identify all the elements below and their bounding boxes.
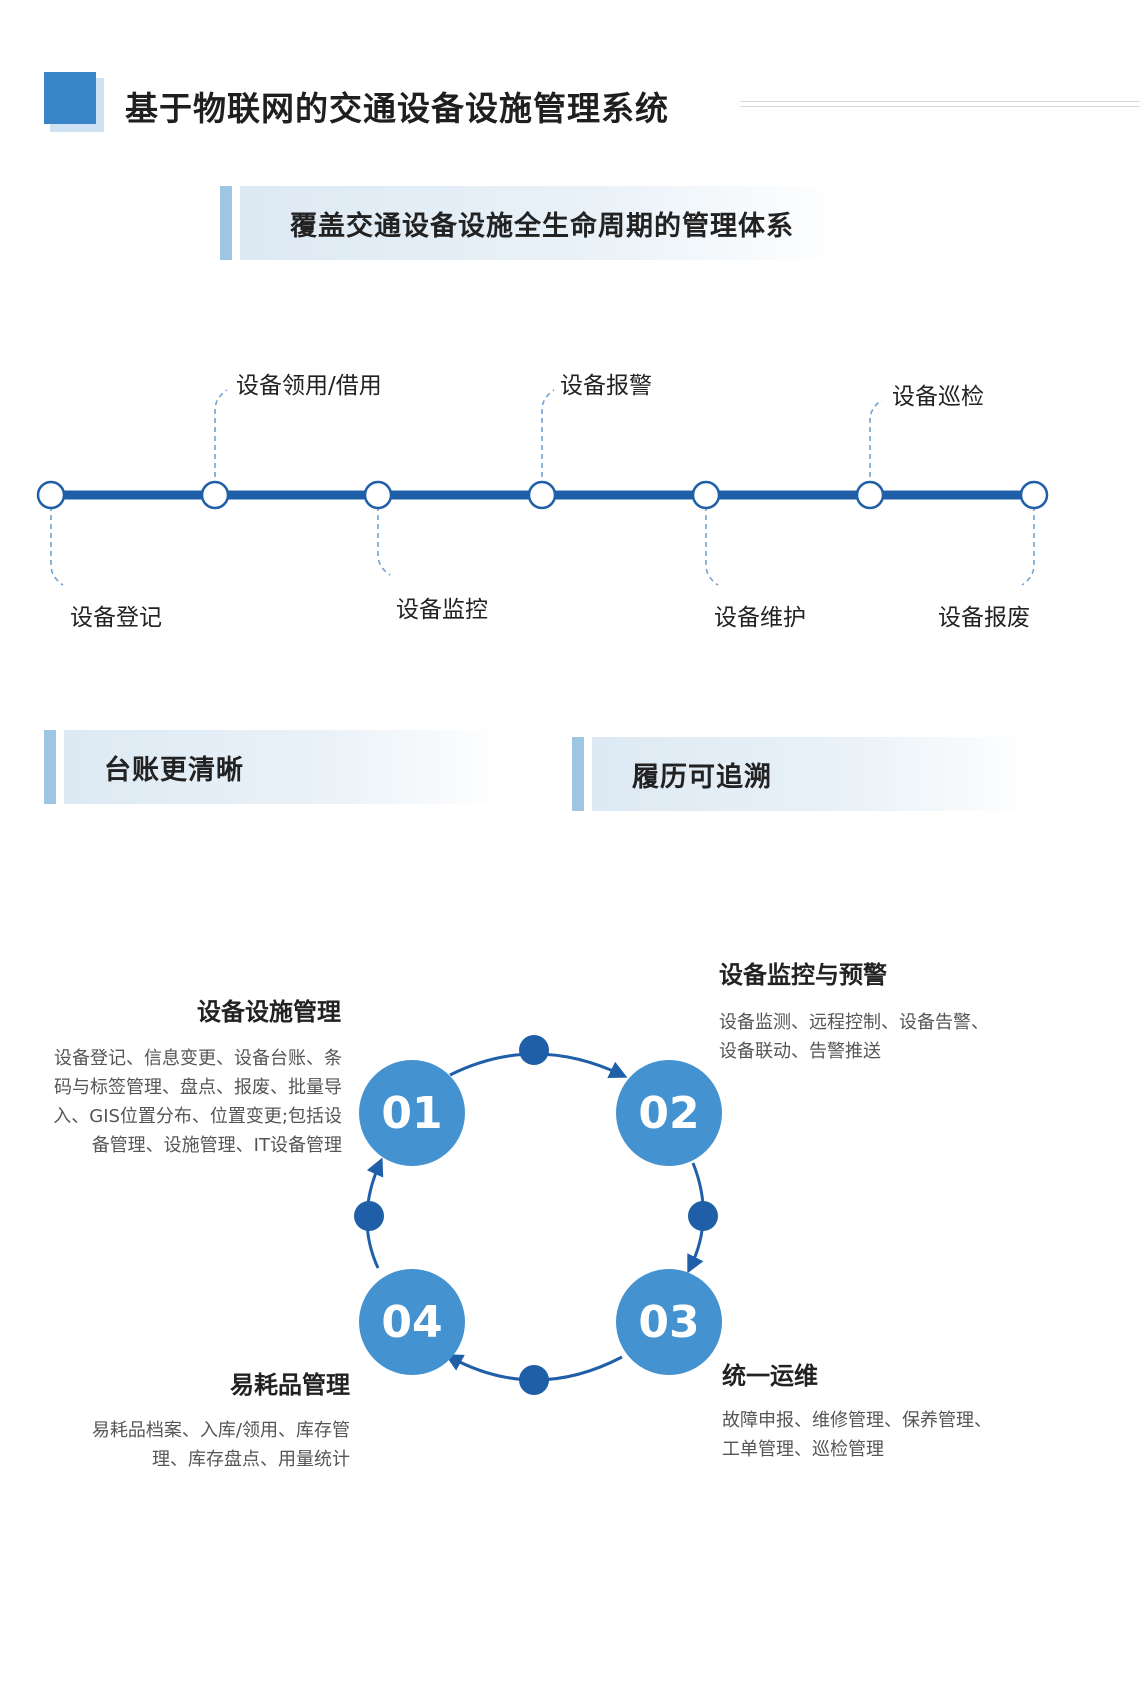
trace-banner-title: 履历可追溯 xyxy=(632,761,772,793)
timeline-label-alarm: 设备报警 xyxy=(560,373,652,399)
banner-bar xyxy=(44,730,56,804)
lifecycle-banner-title: 覆盖交通设备设施全生命周期的管理体系 xyxy=(290,210,794,242)
banner-fill xyxy=(64,730,504,804)
page-title: 基于物联网的交通设备设施管理系统 xyxy=(125,89,669,128)
header-divider-line xyxy=(740,101,1140,102)
cycle-badge-04: 04 xyxy=(359,1269,465,1375)
timeline-node xyxy=(36,480,66,510)
timeline-connector xyxy=(541,389,555,477)
cycle-item-desc-04: 易耗品档案、入库/领用、库存管 理、库存盘点、用量统计 xyxy=(20,1416,350,1474)
desc-line: 设备联动、告警推送 xyxy=(719,1041,881,1062)
cycle-item-title-02: 设备监控与预警 xyxy=(719,961,887,989)
timeline-node xyxy=(855,480,885,510)
desc-line: 码与标签管理、盘点、报废、批量导 xyxy=(54,1077,342,1098)
ledger-banner: 台账更清晰 xyxy=(44,730,504,804)
timeline-node xyxy=(1019,480,1049,510)
banner-bar xyxy=(220,186,232,260)
banner-bar xyxy=(572,737,584,811)
desc-line: 易耗品档案、入库/领用、库存管 xyxy=(91,1420,350,1441)
cycle-item-desc-03: 故障申报、维修管理、保养管理、 工单管理、巡检管理 xyxy=(722,1406,1052,1464)
cycle-badge-01: 01 xyxy=(359,1060,465,1166)
cycle-item-desc-01: 设备登记、信息变更、设备台账、条 码与标签管理、盘点、报废、批量导 入、GIS位… xyxy=(12,1044,342,1160)
cycle-dot xyxy=(354,1201,384,1231)
timeline-connector xyxy=(214,389,228,477)
timeline-label-borrow: 设备领用/借用 xyxy=(236,373,382,399)
cycle-badge-03: 03 xyxy=(616,1269,722,1375)
header-divider-line xyxy=(740,106,1140,107)
timeline-connector xyxy=(377,497,391,576)
cycle-item-title-03: 统一运维 xyxy=(722,1362,818,1390)
timeline-node xyxy=(363,480,393,510)
desc-line: 设备监测、远程控制、设备告警、 xyxy=(719,1012,989,1033)
cycle-badge-02: 02 xyxy=(616,1060,722,1166)
timeline-label-maintain: 设备维护 xyxy=(714,605,806,631)
ledger-banner-title: 台账更清晰 xyxy=(104,754,244,786)
cycle-item-title-04: 易耗品管理 xyxy=(230,1371,350,1399)
timeline-label-monitor: 设备监控 xyxy=(396,597,488,623)
timeline-label-register: 设备登记 xyxy=(70,605,162,631)
timeline-node xyxy=(691,480,721,510)
cycle-dot xyxy=(688,1201,718,1231)
logo-square xyxy=(44,72,96,124)
cycle-dot xyxy=(519,1365,549,1395)
lifecycle-timeline xyxy=(36,389,1049,586)
cycle-item-title-01: 设备设施管理 xyxy=(197,998,341,1026)
timeline-node xyxy=(200,480,230,510)
cycle-dot xyxy=(519,1035,549,1065)
banner-fill xyxy=(240,186,845,260)
trace-banner: 履历可追溯 xyxy=(572,737,1032,811)
desc-line: 备管理、设施管理、IT设备管理 xyxy=(91,1135,342,1156)
timeline-label-scrap: 设备报废 xyxy=(938,605,1030,631)
desc-line: 故障申报、维修管理、保养管理、 xyxy=(722,1410,992,1431)
timeline-connector xyxy=(869,399,883,477)
banner-fill xyxy=(592,737,1032,811)
desc-line: 设备登记、信息变更、设备台账、条 xyxy=(54,1048,342,1069)
desc-line: 工单管理、巡检管理 xyxy=(722,1439,884,1460)
timeline-label-inspection: 设备巡检 xyxy=(892,384,984,410)
lifecycle-banner: 覆盖交通设备设施全生命周期的管理体系 xyxy=(220,186,845,260)
desc-line: 理、库存盘点、用量统计 xyxy=(152,1449,350,1470)
desc-line: 入、GIS位置分布、位置变更;包括设 xyxy=(53,1106,342,1127)
timeline-node xyxy=(527,480,557,510)
cycle-item-desc-02: 设备监测、远程控制、设备告警、 设备联动、告警推送 xyxy=(719,1008,1049,1066)
